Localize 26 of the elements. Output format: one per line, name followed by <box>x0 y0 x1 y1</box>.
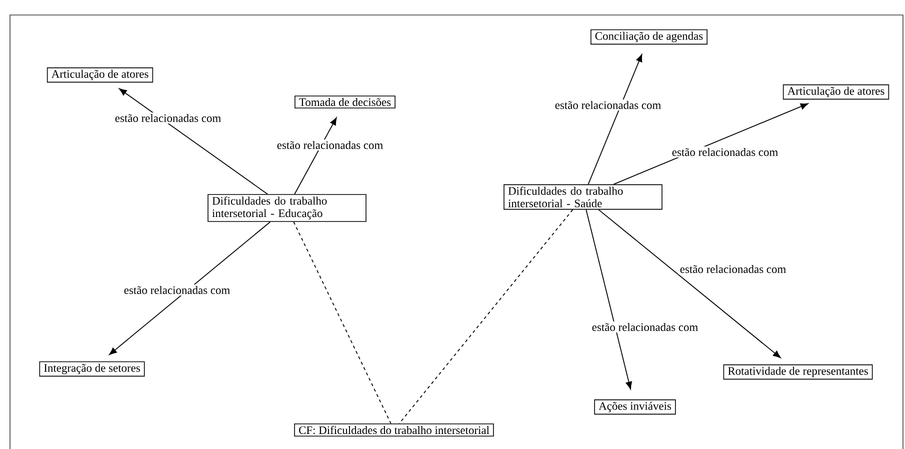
concept-box: Ações inviáveis <box>594 399 676 415</box>
connector-line <box>398 209 574 424</box>
edge-label: estão relacionadas com <box>113 112 223 124</box>
concept-box: Dificuldades do trabalho intersetorial - Saúde <box>504 184 662 210</box>
arrow <box>586 209 632 390</box>
edge-label: estão relacionadas com <box>678 263 788 275</box>
concept-box: Dificuldades do trabalho intersetorial - Educação <box>208 194 366 222</box>
edge-label: estão relacionadas com <box>590 321 700 333</box>
arrow <box>119 88 268 195</box>
edge-label: estão relacionadas com <box>670 146 780 158</box>
connector-line <box>293 221 392 424</box>
arrow <box>588 54 642 185</box>
concept-box: Tomada de decisões <box>294 96 396 108</box>
arrow <box>598 209 781 358</box>
concept-box: Rotatividade de representantes <box>723 364 873 380</box>
edge-label: estão relacionadas com <box>275 139 385 151</box>
concept-box: Articulação de atores <box>782 84 890 100</box>
edge-label: estão relacionadas com <box>553 99 663 111</box>
concept-box: CF: Dificuldades do trabalho intersetorial <box>294 423 494 436</box>
edge-label: estão relacionadas com <box>122 284 232 296</box>
concept-box: Conciliação de agendas <box>590 29 708 45</box>
arrow <box>613 103 808 185</box>
concept-box: Integração de setores <box>39 361 145 377</box>
arrow <box>109 221 271 355</box>
concept-box: Articulação de atores <box>46 67 154 83</box>
arrow <box>294 117 337 195</box>
